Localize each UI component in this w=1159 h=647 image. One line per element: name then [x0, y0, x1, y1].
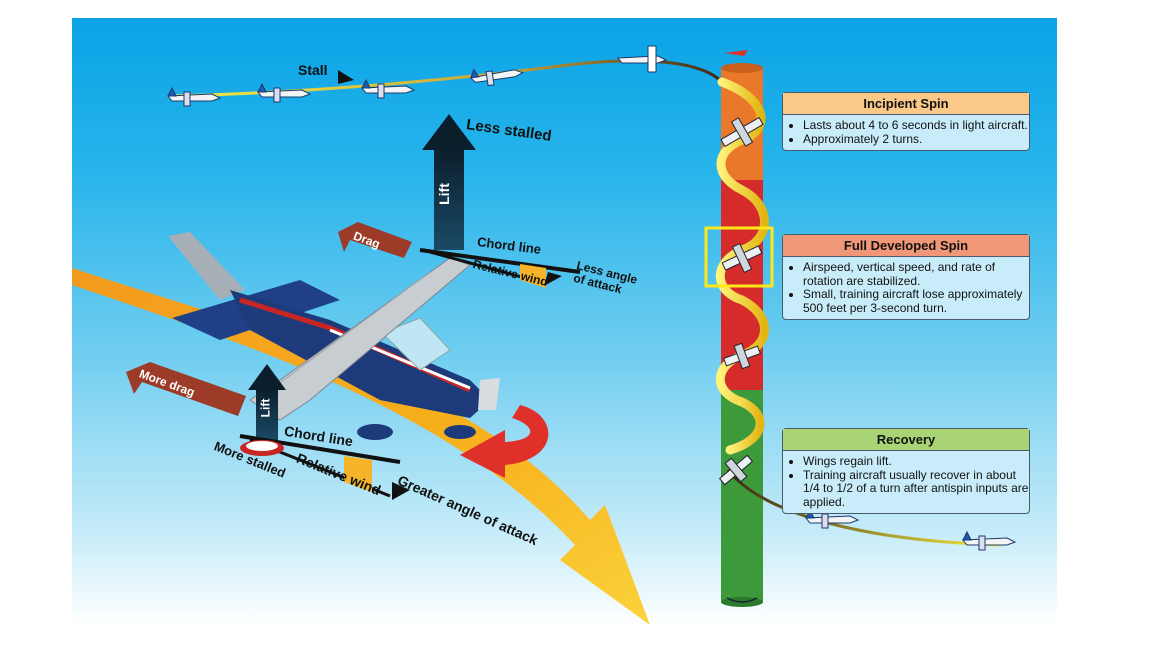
red-rotation-arrow — [460, 405, 549, 478]
recovery-list: Wings regain lift. Training aircraft usu… — [783, 454, 1029, 510]
list-item: Small, training aircraft lose approximat… — [803, 287, 1029, 315]
lift-arrow-bottom — [248, 364, 286, 440]
list-item: Training aircraft usually recover in abo… — [803, 468, 1029, 510]
list-item: Approximately 2 turns. — [803, 132, 1029, 147]
chord-line-top — [419, 248, 581, 274]
flight-path-top — [174, 59, 724, 98]
stall-label: Stall — [298, 62, 328, 78]
developed-spin-box: Full Developed Spin Airspeed, vertical s… — [782, 234, 1030, 320]
drag-arrow-bottom — [126, 362, 246, 416]
main-airplane — [168, 232, 500, 440]
lift-arrow-top — [422, 114, 476, 250]
rotation-arrow — [724, 50, 748, 56]
developed-spin-title: Full Developed Spin — [783, 235, 1029, 257]
spin-path-arrow — [72, 268, 650, 625]
recovery-title: Recovery — [783, 429, 1029, 451]
list-item: Airspeed, vertical speed, and rate of ro… — [803, 260, 1029, 288]
incipient-spin-list: Lasts about 4 to 6 seconds in light airc… — [783, 118, 1029, 147]
stall-marker — [338, 70, 354, 84]
incipient-spin-box: Incipient Spin Lasts about 4 to 6 second… — [782, 92, 1030, 151]
small-planes-top — [166, 45, 668, 107]
list-item: Lasts about 4 to 6 seconds in light airc… — [803, 118, 1029, 133]
developed-spin-list: Airspeed, vertical speed, and rate of ro… — [783, 260, 1029, 315]
highlight-box — [704, 226, 774, 288]
lift-top-label: Lift — [435, 183, 452, 205]
planes-column — [718, 116, 764, 486]
list-item: Wings regain lift. — [803, 454, 1029, 469]
small-planes-bottom — [804, 508, 1017, 551]
lift-bottom-label: Lift — [258, 398, 273, 418]
incipient-spin-title: Incipient Spin — [783, 93, 1029, 115]
recovery-box: Recovery Wings regain lift. Training air… — [782, 428, 1030, 514]
illustration — [72, 45, 1017, 625]
drag-arrow-top — [338, 222, 412, 258]
